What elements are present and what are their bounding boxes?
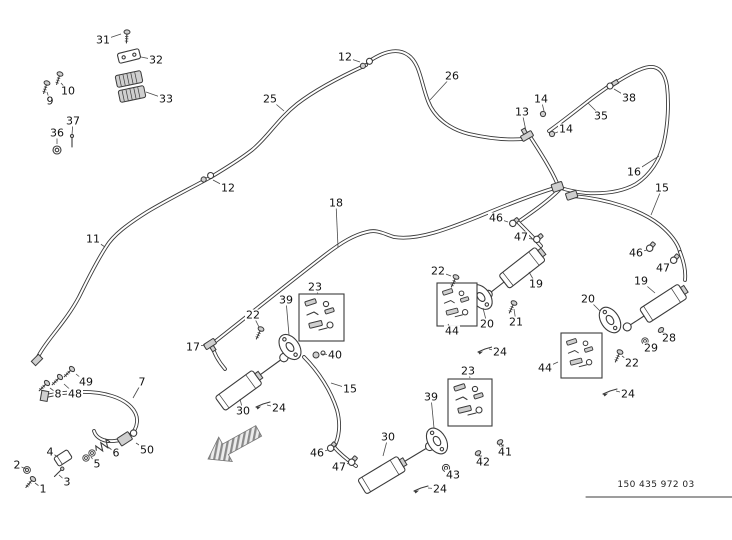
- flange-20-right: [594, 302, 626, 338]
- kit-box-44-right: [560, 332, 603, 379]
- hose-25: [209, 63, 368, 179]
- drawing-ref-number: 150 435 972 03: [617, 480, 695, 490]
- washer-2-icon: [23, 466, 31, 474]
- bolt-48-icon: [49, 372, 65, 388]
- nut-40-icon: [312, 350, 326, 359]
- nut-14-right-icon: [548, 130, 556, 138]
- fitting-46-right-icon: [644, 240, 658, 254]
- fitting-47-right-icon: [668, 252, 682, 266]
- hose-13-branch: [529, 136, 559, 185]
- nut-36-icon: [52, 145, 62, 155]
- fitting-12-top-icon: [359, 57, 374, 69]
- fitting-50-icon: [116, 429, 138, 447]
- hose-11-end-fitting-icon: [30, 353, 44, 367]
- hose-11: [35, 175, 213, 361]
- hose-15-right: [571, 194, 682, 254]
- direction-arrow: [207, 425, 263, 463]
- bolt-41-icon: [495, 438, 510, 454]
- hose-to-cylinder-19-right: [678, 250, 688, 282]
- hose-26: [366, 49, 526, 142]
- bolt-42-icon: [473, 449, 488, 465]
- fitting-38-icon: [606, 78, 620, 90]
- hose-35: [547, 84, 611, 133]
- spring-6-icon: [95, 438, 111, 453]
- hose-18: [210, 185, 560, 346]
- pin-37-icon: [69, 133, 75, 148]
- plate-32-icon: [116, 48, 142, 64]
- bolt-9-icon: [40, 79, 52, 95]
- washer-29-icon: [641, 337, 649, 345]
- bolt-22-left-icon: [253, 325, 266, 341]
- pin-3-icon: [53, 466, 65, 478]
- pin-24-mid-icon: [477, 346, 493, 356]
- washers-5-icon: [82, 449, 96, 462]
- pin-24-right-icon: [602, 388, 618, 398]
- bolt-22-right-icon: [612, 348, 625, 364]
- fitting-47-mid-icon: [531, 231, 545, 245]
- cylinder-30-bottom: [357, 441, 435, 495]
- washer-43-icon: [441, 463, 451, 473]
- pin-24-left-icon: [255, 401, 271, 411]
- pin-24-bottom-icon: [413, 485, 429, 495]
- cylinder-30-left: [214, 352, 289, 412]
- clamp-33a-icon: [114, 70, 144, 88]
- kit-box-23-bottom: [447, 378, 493, 427]
- cylinder-19-right: [622, 281, 692, 332]
- bolt-49-icon: [61, 364, 77, 380]
- bolt-10-icon: [53, 70, 65, 86]
- clamp-33b-icon: [117, 85, 147, 103]
- nut-14-top-icon: [539, 110, 547, 118]
- bolt-31-icon: [122, 29, 131, 44]
- bushing-4-icon: [53, 449, 73, 467]
- bolt-21-icon: [506, 299, 519, 315]
- kit-box-44-mid: [436, 282, 478, 327]
- hose-7-end-fitting-icon: [39, 389, 50, 403]
- bolt-28-icon: [656, 325, 671, 341]
- junction-fittings: [550, 181, 579, 201]
- flange-39-bottom: [421, 423, 453, 459]
- bolt-1-icon: [23, 474, 38, 490]
- kit-box-23-left: [298, 293, 345, 342]
- fitting-12-mid-icon: [200, 171, 215, 183]
